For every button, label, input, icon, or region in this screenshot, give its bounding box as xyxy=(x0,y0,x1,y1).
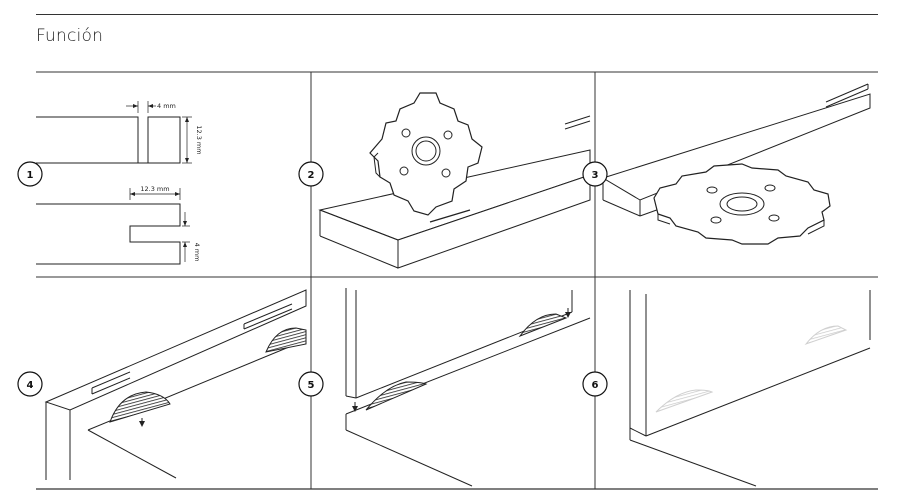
step-badge-2: 2 xyxy=(298,161,324,187)
panel-5-boards-joined xyxy=(345,288,591,487)
top-rule xyxy=(36,14,878,15)
step-badge-3: 3 xyxy=(582,161,608,187)
step-number-4: 4 xyxy=(27,380,34,391)
step-number-6: 6 xyxy=(592,380,599,391)
dim-tongue-thickness: 4 mm xyxy=(193,243,201,262)
step-number-2: 2 xyxy=(308,170,315,181)
panel-3-cutter-under-board xyxy=(601,83,871,245)
step-badge-4: 4 xyxy=(17,371,43,397)
step-badge-1: 1 xyxy=(17,161,43,187)
dim-tongue-depth: 12.3 mm xyxy=(140,185,169,193)
step-badge-6: 6 xyxy=(582,371,608,397)
panel-grid xyxy=(36,71,878,490)
step-number-3: 3 xyxy=(592,170,599,181)
step-badge-5: 5 xyxy=(298,371,324,397)
step-number-5: 5 xyxy=(308,380,315,391)
dim-slot-width: 4 mm xyxy=(157,102,176,110)
panel-4-biscuits-inserted xyxy=(44,289,307,480)
dim-slot-depth: 12.3 mm xyxy=(195,125,203,154)
panel-2-cutter-into-board xyxy=(318,92,591,269)
step-number-1: 1 xyxy=(27,170,34,181)
panel-6-finished-joint xyxy=(629,290,871,487)
panel-1-cross-section xyxy=(36,101,192,265)
page-title: Función xyxy=(36,26,104,46)
